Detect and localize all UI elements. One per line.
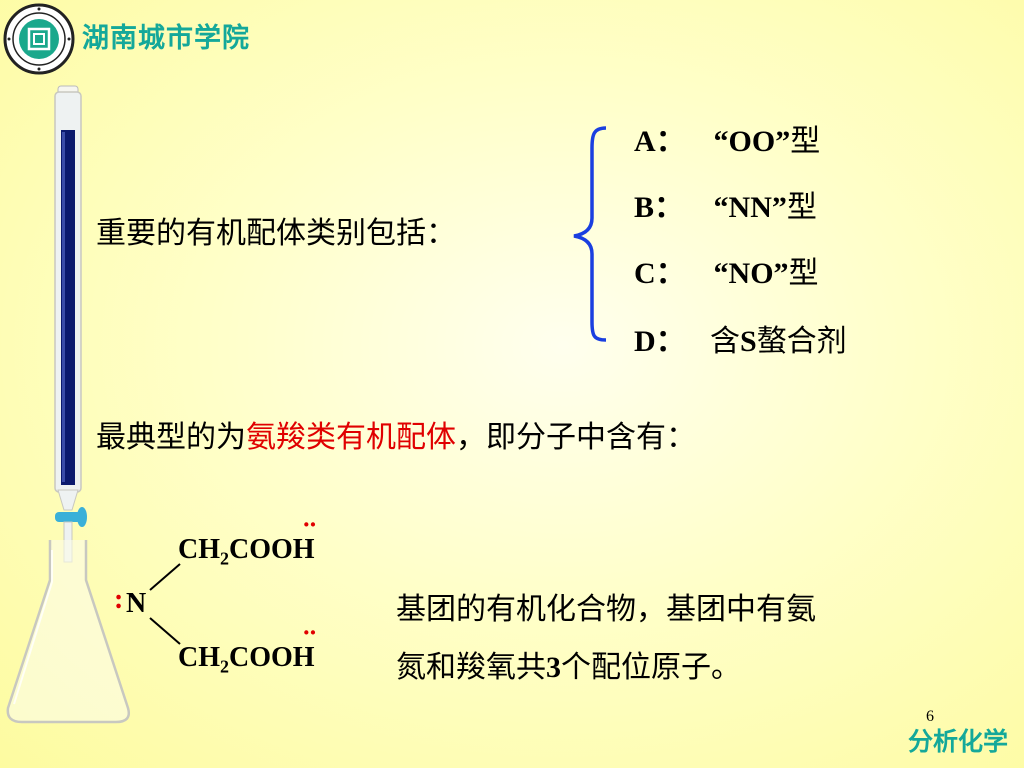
course-name: 分析化学 [907,727,1008,756]
structure-top-group: CH2COOH [178,534,315,570]
group-subscript: 2 [220,656,229,677]
typical-suffix: ，即分子中含有： [456,420,696,455]
option-code: S [740,325,757,358]
curly-brace [573,126,607,342]
group-tail: COOH [229,642,315,673]
option-label: D： [634,325,686,358]
description-line-2: 氮和羧氧共3个配位原子。 [396,642,741,686]
option-code: “NO” [713,257,789,290]
option-suffix: 螯合剂 [756,324,847,359]
description-line-1: 基团的有机化合物，基团中有氨 [396,592,816,627]
structure-bottom-group: CH2COOH [178,642,315,678]
group-tail: COOH [229,534,315,565]
option-c: C： “NO”型 [634,248,819,292]
bond-bottom [149,617,181,645]
typical-highlight: 氨羧类有机配体 [246,420,456,455]
option-code: “NN” [713,191,787,224]
option-prefix: 含 [710,324,740,359]
option-suffix: 型 [788,256,819,291]
option-label: A： [634,125,686,158]
nitrogen-lone-pair: : [114,584,124,615]
burette-icon [54,85,87,563]
page-number: 6 [926,708,934,725]
burette-flask-illustration [6,85,130,724]
description-line2-prefix: 氮和羧氧共 [396,650,546,685]
lone-pair-top-2: ·· [302,618,317,647]
option-label: B： [634,191,685,224]
option-a: A： “OO”型 [634,116,820,160]
description-line2-suffix: 个配位原子。 [561,650,741,685]
flask-icon [6,540,130,724]
option-b: B： “NN”型 [634,182,817,226]
university-logo-icon [3,3,75,75]
typical-ligand-text: 最典型的为氨羧类有机配体，即分子中含有： [96,412,696,456]
school-name: 湖南城市学院 [82,23,250,54]
coordination-count: 3 [546,651,561,684]
option-suffix: 型 [786,190,817,225]
bond-top [149,563,181,591]
group-subscript: 2 [220,548,229,569]
option-d: D： 含S螯合剂 [634,316,847,360]
group-main: CH [178,534,220,565]
structure-bonds [149,563,181,645]
intro-text: 重要的有机配体类别包括： [96,216,456,251]
lone-pair-top-1: ·· [302,510,317,539]
option-label: C： [634,257,686,290]
option-suffix: 型 [790,124,821,159]
group-main: CH [178,642,220,673]
nitrogen-atom: N [126,588,147,619]
option-code: “OO” [713,125,791,158]
typical-prefix: 最典型的为 [96,420,246,455]
